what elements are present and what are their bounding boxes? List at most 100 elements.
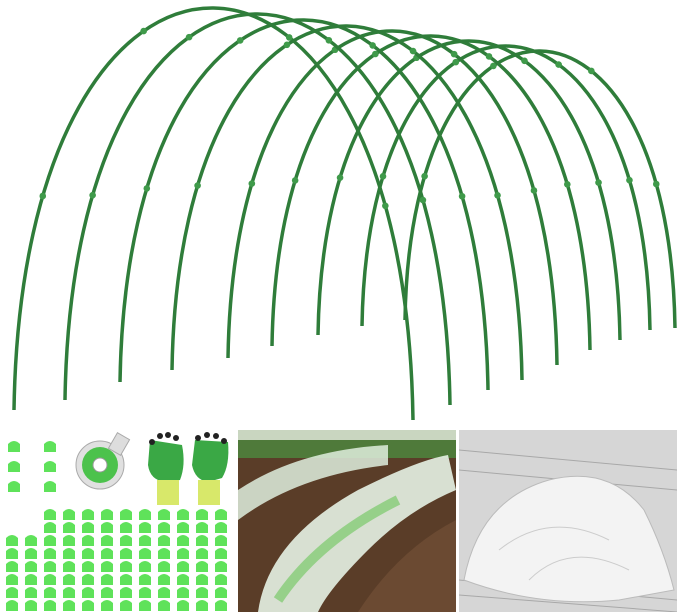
hoop-connector — [382, 202, 389, 210]
clip — [6, 561, 18, 572]
clip — [158, 522, 170, 533]
hoop-connector — [336, 174, 344, 181]
hoop-connector — [143, 185, 151, 192]
clip — [177, 574, 189, 585]
snow-cover-photo — [459, 430, 677, 612]
hoop-connector — [588, 67, 595, 75]
hoop-connector — [626, 176, 633, 184]
clip — [215, 509, 227, 520]
clip — [63, 535, 75, 546]
hoop — [12, 6, 415, 421]
clip — [101, 548, 113, 559]
clip — [25, 561, 37, 572]
clip — [177, 522, 189, 533]
clip — [158, 561, 170, 572]
hoop-connector — [236, 37, 244, 44]
clip — [8, 461, 20, 472]
hoop — [403, 49, 677, 329]
clip — [8, 481, 20, 492]
clip — [82, 561, 94, 572]
clip — [44, 441, 56, 452]
clip — [215, 548, 227, 559]
clip — [196, 600, 208, 611]
clip — [6, 548, 18, 559]
clip — [120, 600, 132, 611]
clip — [44, 574, 56, 585]
clip — [120, 548, 132, 559]
clip — [6, 535, 18, 546]
clip — [158, 574, 170, 585]
clip — [120, 561, 132, 572]
clip — [82, 548, 94, 559]
hoop-connector — [409, 47, 417, 55]
hoop-connector — [89, 191, 96, 199]
clip — [44, 522, 56, 533]
clip — [120, 522, 132, 533]
hoop-connector — [285, 34, 293, 41]
hoop-connector — [248, 180, 256, 187]
clip — [63, 561, 75, 572]
clip — [44, 600, 56, 611]
hoop-connector — [458, 192, 466, 200]
hoop-connector — [564, 181, 571, 188]
hoop-connector — [521, 57, 528, 65]
clip — [63, 509, 75, 520]
clip — [196, 509, 208, 520]
clip — [6, 587, 18, 598]
hoop-connector — [452, 58, 460, 66]
clip — [139, 587, 151, 598]
clip — [177, 561, 189, 572]
clip — [25, 535, 37, 546]
clip — [196, 522, 208, 533]
clip — [63, 522, 75, 533]
clip — [25, 587, 37, 598]
clip — [6, 574, 18, 585]
clip — [82, 587, 94, 598]
hoop-connector — [140, 27, 147, 35]
clip — [158, 509, 170, 520]
clip — [101, 535, 113, 546]
hoop — [316, 39, 622, 341]
clip — [44, 461, 56, 472]
hoop-connector — [291, 177, 299, 184]
hoop-connector — [555, 61, 562, 68]
hoop-connector — [652, 180, 660, 188]
clip — [158, 587, 170, 598]
clip — [25, 548, 37, 559]
wire-spool-icon — [75, 432, 131, 490]
clip — [44, 509, 56, 520]
clip — [63, 600, 75, 611]
hoop-connector — [490, 62, 497, 70]
clip — [25, 600, 37, 611]
clip — [215, 522, 227, 533]
hoop-connector — [194, 182, 201, 189]
garden-tunnel-photo — [238, 430, 456, 612]
hoop-connector — [372, 50, 379, 58]
clip — [120, 574, 132, 585]
clip — [44, 535, 56, 546]
clip — [139, 535, 151, 546]
clip — [120, 587, 132, 598]
clip — [139, 600, 151, 611]
clip — [101, 509, 113, 520]
hoop-connector — [450, 50, 458, 58]
hoop — [270, 34, 592, 351]
clip — [101, 600, 113, 611]
clip — [196, 574, 208, 585]
clip — [139, 574, 151, 585]
clip — [158, 548, 170, 559]
clip — [215, 535, 227, 546]
clip — [101, 561, 113, 572]
clip — [215, 587, 227, 598]
hoop — [226, 29, 559, 366]
clip — [82, 574, 94, 585]
clip — [158, 535, 170, 546]
clip — [101, 587, 113, 598]
clip — [177, 600, 189, 611]
gloves-icon — [148, 432, 229, 505]
clip — [63, 574, 75, 585]
hoop-connector — [530, 187, 538, 194]
clip — [101, 522, 113, 533]
clip — [139, 548, 151, 559]
clip — [177, 509, 189, 520]
